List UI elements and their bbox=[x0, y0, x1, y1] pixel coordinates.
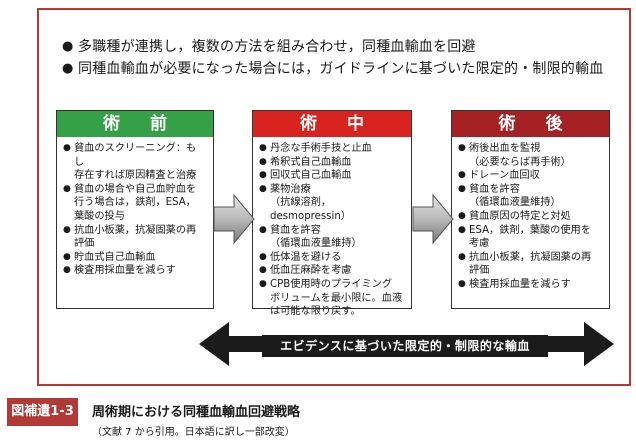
list-item-text: 低血圧麻酔を考慮 bbox=[270, 265, 352, 277]
intro-item-text: 多職種が連携し，複数の方法を組み合わせ，同種血輸血を回避 bbox=[78, 39, 476, 55]
list-item-text: 貧血原因の特定と対処 bbox=[469, 210, 571, 222]
intro-item: ● 同種血輸血が必要になった場合には，ガイドラインに基づいた限定的・制限的輸血 bbox=[62, 58, 622, 80]
bullet-icon: ● bbox=[63, 251, 71, 262]
figure-note: （文献 7 から引用。日本語に訳し一部改変） bbox=[92, 427, 295, 438]
list-item-text: ボリュームを最小限に。血液 bbox=[270, 292, 403, 304]
list-item-text: 存在すれば原因精査と治療 bbox=[74, 170, 197, 182]
list-item-text: ESA，鉄剤，葉酸の使用を bbox=[469, 224, 591, 236]
preoperative-header: 術 前 bbox=[57, 111, 213, 137]
list-item-text: 貧血を許容 bbox=[469, 183, 520, 195]
bullet-icon: ● bbox=[259, 224, 267, 235]
intro-item-text: 同種血輸血が必要になった場合には，ガイドラインに基づいた限定的・制限的輸血 bbox=[78, 61, 604, 77]
list-item-text: 行う場合は，鉄剤，ESA， bbox=[74, 197, 196, 209]
list-item: ●薬物治療 （抗線溶剤，desmopressin） bbox=[259, 183, 403, 224]
list-item: ●検査用採血量を減らす bbox=[63, 264, 205, 278]
flow-arrow-icon bbox=[213, 193, 255, 245]
list-item: ●抗血小板薬，抗凝固薬の再評価 bbox=[63, 224, 205, 251]
list-item: ●希釈式自己血輸血 bbox=[259, 156, 403, 170]
list-item: ●貧血のスクリーニング：もし存在すれば原因精査と治療 bbox=[63, 142, 205, 183]
list-item: ●貧血の場合や自己血貯血を行う場合は，鉄剤，ESA，葉酸の投与 bbox=[63, 183, 205, 224]
list-item-text: （循環血液量維持） bbox=[469, 197, 561, 209]
list-item-text: 葉酸の投与 bbox=[74, 210, 125, 222]
bullet-icon: ● bbox=[62, 61, 74, 76]
list-item-text: 検査用採血量を減らす bbox=[469, 278, 571, 290]
bullet-icon: ● bbox=[259, 170, 267, 181]
list-item: ●回収式自己血輸血 bbox=[259, 169, 403, 183]
postoperative-header: 術 後 bbox=[452, 111, 609, 137]
bullet-icon: ● bbox=[458, 183, 466, 194]
evidence-label: エビデンスに基づいた限定的・制限的な輸血 bbox=[262, 335, 548, 357]
bullet-icon: ● bbox=[458, 251, 466, 262]
bullet-icon: ● bbox=[458, 170, 466, 181]
intro-list: ● 多職種が連携し，複数の方法を組み合わせ，同種血輸血を回避 ● 同種血輸血が必… bbox=[62, 36, 622, 80]
bullet-icon: ● bbox=[63, 265, 71, 276]
figure-badge: 図補遺1-3 bbox=[7, 398, 78, 426]
list-item-text: 抗血小板薬，抗凝固薬の再 bbox=[74, 224, 197, 236]
bullet-icon: ● bbox=[63, 143, 71, 153]
list-item-text: （抗線溶剤，desmopressin） bbox=[270, 197, 351, 222]
intraoperative-box: 術 中 ●丹念な手術手技と止血●希釈式自己血輸血●回収式自己血輸血●薬物治療（抗… bbox=[252, 110, 412, 317]
list-item: ●貧血を許容 （循環血液量維持） bbox=[259, 224, 403, 251]
list-item-text: 丹念な手術手技と止血 bbox=[270, 143, 372, 154]
bullet-icon: ● bbox=[458, 224, 466, 235]
list-item: ●丹念な手術手技と止血 bbox=[259, 142, 403, 156]
intro-item: ● 多職種が連携し，複数の方法を組み合わせ，同種血輸血を回避 bbox=[62, 36, 622, 58]
bullet-icon: ● bbox=[62, 39, 74, 54]
list-item-text: 貧血の場合や自己血貯血を bbox=[74, 183, 197, 195]
bullet-icon: ● bbox=[259, 251, 267, 262]
flow-arrow-icon bbox=[412, 193, 454, 245]
bullet-icon: ● bbox=[259, 278, 267, 289]
list-item-text: 貧血を許容 bbox=[270, 224, 321, 236]
list-item: ●貯血式自己血輸血 bbox=[63, 251, 205, 265]
list-item-text: 貧血のスクリーニング：もし bbox=[74, 143, 197, 168]
bullet-icon: ● bbox=[63, 183, 71, 194]
postoperative-list: ●術後出血を監視（必要ならば再手術）●ドレーン血回収●貧血を許容（循環血液量維持… bbox=[452, 137, 609, 292]
list-item: ●ドレーン血回収 bbox=[458, 169, 601, 183]
bullet-icon: ● bbox=[259, 183, 267, 194]
list-item-text: 低体温を避ける bbox=[270, 251, 342, 263]
bullet-icon: ● bbox=[458, 210, 466, 221]
list-item-text: （必要ならば再手術） bbox=[469, 156, 571, 168]
list-item: ●低血圧麻酔を考慮 bbox=[259, 264, 403, 278]
bullet-icon: ● bbox=[259, 143, 267, 153]
list-item-text: は可能な限り戻す。 bbox=[270, 306, 361, 318]
list-item-text: 検査用採血量を減らす bbox=[74, 265, 176, 277]
list-item: ●抗血小板薬，抗凝固薬の再評価 bbox=[458, 251, 601, 278]
bullet-icon: ● bbox=[259, 265, 267, 276]
list-item-text: 回収式自己血輸血 bbox=[270, 170, 352, 182]
list-item: ●術後出血を監視 （必要ならば再手術） bbox=[458, 142, 601, 169]
list-item-text: 貯血式自己血輸血 bbox=[74, 251, 156, 263]
list-item-text: CPB使用時のプライミング bbox=[270, 278, 393, 290]
list-item-text: （循環血液量維持） bbox=[270, 238, 362, 250]
preoperative-box: 術 前 ●貧血のスクリーニング：もし存在すれば原因精査と治療●貧血の場合や自己血… bbox=[56, 110, 214, 309]
bullet-icon: ● bbox=[458, 143, 466, 153]
list-item-text: 評価 bbox=[74, 238, 95, 250]
figure-title: 周術期における同種血輸血回避戦略 bbox=[92, 405, 301, 420]
list-item-text: 術後出血を監視 bbox=[469, 143, 541, 154]
bullet-icon: ● bbox=[63, 224, 71, 235]
postoperative-box: 術 後 ●術後出血を監視（必要ならば再手術）●ドレーン血回収●貧血を許容（循環血… bbox=[451, 110, 610, 309]
preoperative-list: ●貧血のスクリーニング：もし存在すれば原因精査と治療●貧血の場合や自己血貯血を行… bbox=[57, 137, 213, 278]
list-item-text: 評価 bbox=[469, 265, 490, 277]
list-item: ●ESA，鉄剤，葉酸の使用を考慮 bbox=[458, 224, 601, 251]
list-item-text: 考慮 bbox=[469, 238, 490, 250]
list-item-text: 薬物治療 bbox=[270, 183, 311, 195]
list-item-text: ドレーン血回収 bbox=[469, 170, 540, 182]
list-item-text: 希釈式自己血輸血 bbox=[270, 156, 352, 168]
list-item: ●検査用採血量を減らす bbox=[458, 278, 601, 292]
bullet-icon: ● bbox=[458, 278, 466, 289]
list-item-text: 抗血小板薬，抗凝固薬の再 bbox=[469, 251, 592, 263]
bullet-icon: ● bbox=[259, 156, 267, 167]
list-item: ●CPB使用時のプライミングボリュームを最小限に。血液は可能な限り戻す。 bbox=[259, 278, 403, 319]
list-item: ●低体温を避ける bbox=[259, 251, 403, 265]
list-item: ●貧血を許容 （循環血液量維持） bbox=[458, 183, 601, 210]
intraoperative-header: 術 中 bbox=[253, 111, 411, 137]
intraoperative-list: ●丹念な手術手技と止血●希釈式自己血輸血●回収式自己血輸血●薬物治療（抗線溶剤，… bbox=[253, 137, 411, 319]
list-item: ●貧血原因の特定と対処 bbox=[458, 210, 601, 224]
